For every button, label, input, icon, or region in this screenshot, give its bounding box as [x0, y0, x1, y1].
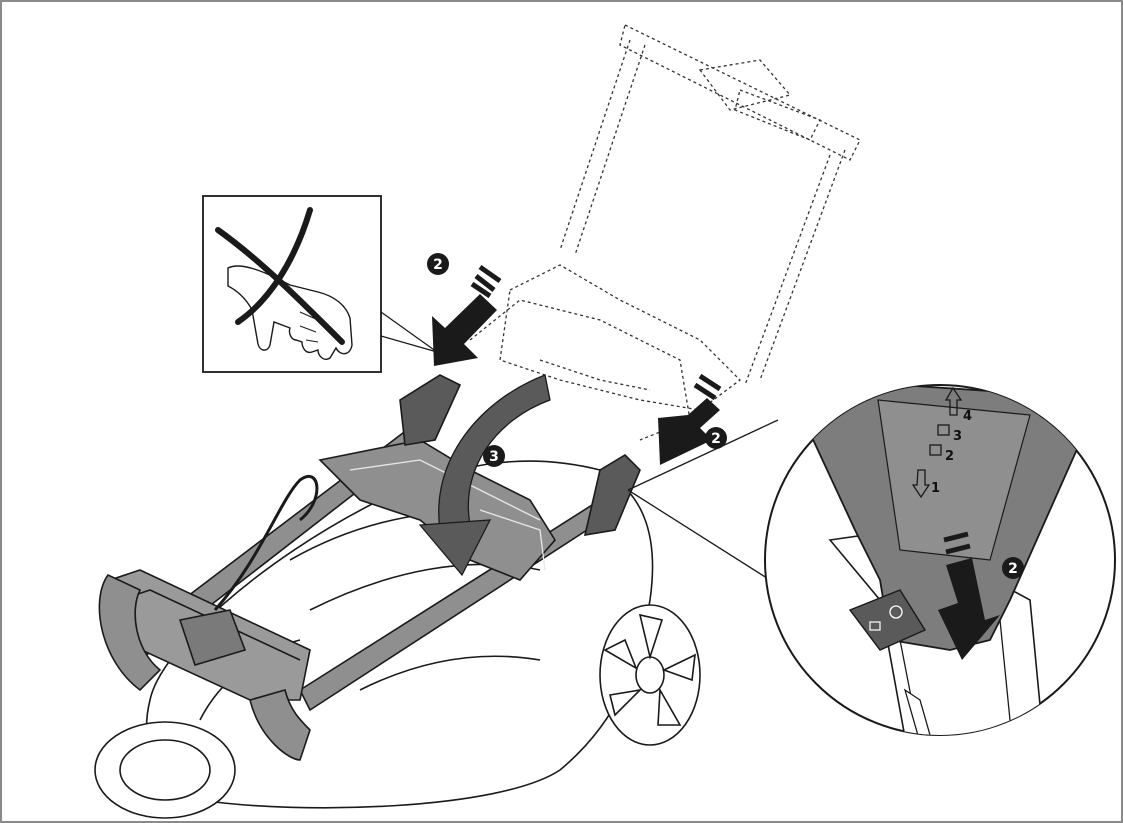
- callout-step2-right: 2: [705, 427, 727, 449]
- scale-level-3: 3: [953, 429, 962, 444]
- rotation-arrow: [418, 374, 551, 577]
- push-arrow-left: [432, 264, 502, 366]
- prohibited-x-icon: [215, 207, 345, 345]
- callout-step2-right-label: 2: [711, 431, 721, 447]
- scale-level-1: 1: [931, 481, 940, 496]
- callout-step3-label: 3: [489, 449, 499, 465]
- scale-up-arrow-icon: [944, 386, 963, 416]
- detail-magnifier: 4 3 2 1 2: [627, 384, 1116, 736]
- hand-icon: [227, 265, 353, 360]
- power-cable: [213, 474, 319, 612]
- scale-level-4: 4: [963, 409, 972, 424]
- push-arrow-right: [658, 373, 722, 465]
- push-arrow-detail: [938, 531, 1000, 660]
- handle-lower: [98, 374, 641, 761]
- callout-step2-left: 2: [427, 253, 449, 275]
- handle-upper-dashed: [469, 24, 861, 441]
- callout-step2-detail-label: 2: [1008, 561, 1018, 577]
- callout-step2-left-label: 2: [433, 257, 443, 273]
- callout-step2-detail: 2: [1002, 557, 1024, 579]
- height-scale: 4 3 2 1: [911, 386, 972, 499]
- rear-wheel: [599, 604, 701, 746]
- callout-step3: 3: [483, 445, 505, 467]
- scale-level-2: 2: [945, 449, 954, 464]
- scale-down-arrow-icon: [911, 469, 931, 499]
- warning-inset: [202, 195, 438, 373]
